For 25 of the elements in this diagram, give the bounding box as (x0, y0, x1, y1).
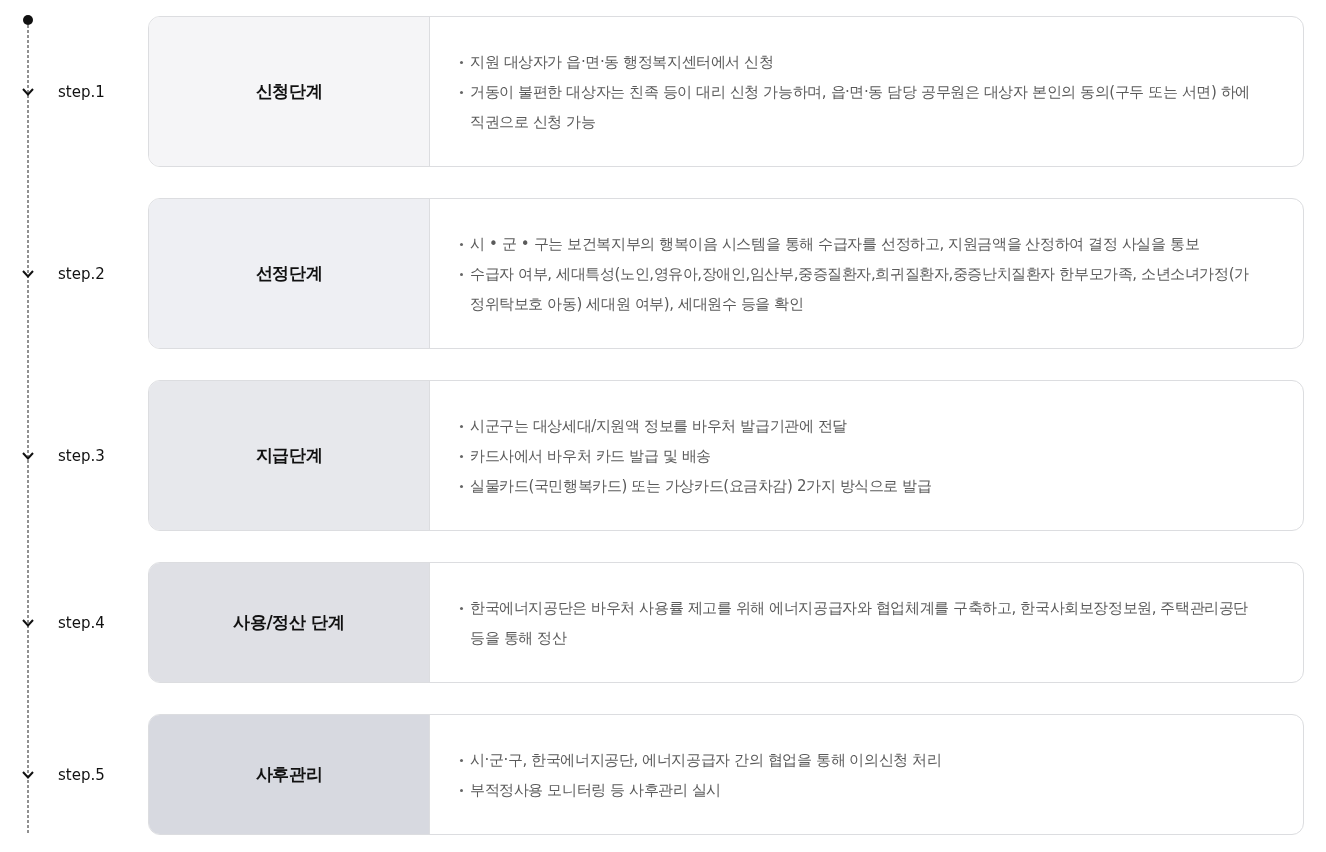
step-label: step.2 (58, 263, 105, 284)
bullet-text: 부적정사용 모니터링 등 사후관리 실시 (470, 779, 722, 801)
step-heading: 사후관리 (255, 763, 323, 786)
step-card (148, 380, 1304, 531)
bullet-text: 카드사에서 바우처 카드 발급 및 배송 (470, 445, 711, 467)
bullet-text: 거동이 불편한 대상자는 친족 등이 대리 신청 가능하며, 읍·면·동 담당 공무원은 대상자 본인의 동의(구두 또는 서면) 하에 직권으로 신청 가능 (470, 81, 1252, 133)
bullet-text: 실물카드(국민행복카드) 또는 가상카드(요금차감) 2가지 방식으로 발급 (470, 475, 932, 497)
step-heading: 선정단계 (255, 262, 323, 285)
bullet-text: 시군구는 대상세대/지원액 정보를 바우처 발급기관에 전달 (470, 415, 847, 437)
bullet-text: 시·군·구, 한국에너지공단, 에너지공급자 간의 협업을 통해 이의신청 처리 (470, 749, 942, 771)
bullet-text: 한국에너지공단은 바우처 사용률 제고를 위해 에너지공급자와 협업체계를 구축하고, 한국사회보장정보원, 주택관리공단 등을 통해 정산 (470, 597, 1250, 649)
step-card (148, 198, 1304, 349)
bullet-text: 시 • 군 • 구는 보건복지부의 행복이음 시스템을 통해 수급자를 선정하고, 지원금액을 산정하여 결정 사실을 통보 (470, 233, 1200, 255)
bullet-text: 지원 대상자가 읍·면·동 행정복지센터에서 신청 (470, 51, 774, 73)
step-label: step.5 (58, 764, 105, 785)
step-card (148, 16, 1304, 167)
step-label: step.4 (58, 612, 105, 633)
step-label: step.1 (58, 81, 105, 102)
bullet-text: 수급자 여부, 세대특성(노인,영유아,장애인,임산부,중증질환자,희귀질환자,중증난치질환자 한부모가족, 소년소녀가정(가정위탁보호 아동) 세대원 여부), 세대원수 등을 확인 (470, 263, 1250, 315)
step-card (148, 714, 1304, 835)
step-heading: 지급단계 (255, 444, 323, 467)
step-label: step.3 (58, 445, 105, 466)
step-heading: 사용/정산 단계 (233, 611, 345, 634)
step-heading: 신청단계 (255, 80, 323, 103)
step-card (148, 562, 1304, 683)
